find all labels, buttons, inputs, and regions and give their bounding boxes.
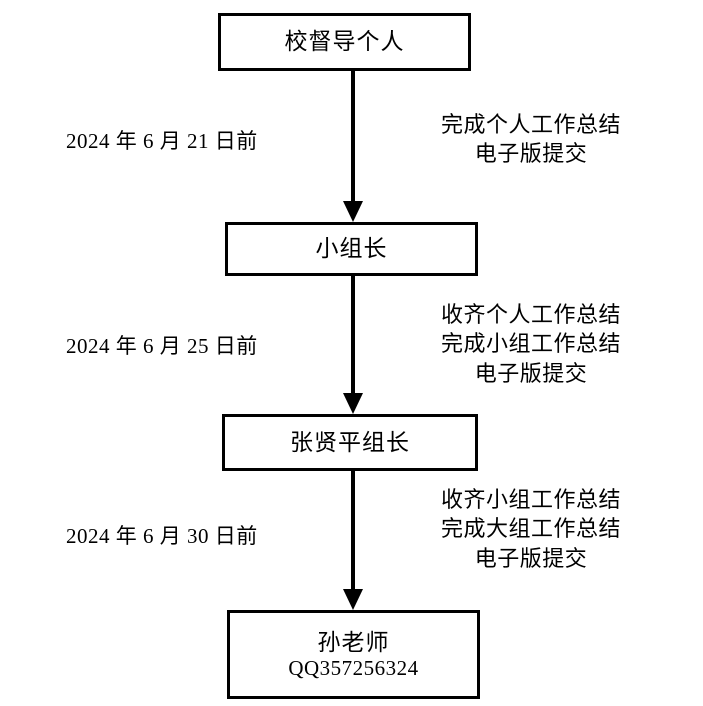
edge-1-task-label: 完成个人工作总结 电子版提交 xyxy=(420,110,642,169)
flow-arrow-1 xyxy=(343,71,363,222)
arrow-2-stem xyxy=(351,276,355,395)
edge-1-task-line-1: 完成个人工作总结 xyxy=(440,112,621,137)
flow-arrow-2 xyxy=(343,276,363,414)
flowchart-node-4[interactable]: 孙老师 QQ357256324 xyxy=(227,610,480,699)
arrow-3-head-icon xyxy=(343,589,363,610)
edge-2-task-line-2: 完成小组工作总结 xyxy=(440,331,621,357)
edge-1-task-line-2: 电子版提交 xyxy=(474,141,588,167)
arrow-1-stem xyxy=(351,71,355,203)
edge-1-deadline-label: 2024 年 6 月 21 日前 xyxy=(66,129,258,153)
arrow-1-head-icon xyxy=(343,201,363,222)
arrow-3-stem xyxy=(351,471,355,591)
edge-2-task-line-3: 电子版提交 xyxy=(474,360,588,386)
edge-3-deadline-label: 2024 年 6 月 30 日前 xyxy=(66,524,258,548)
flowchart-node-3[interactable]: 张贤平组长 xyxy=(222,414,478,471)
flowchart-node-1[interactable]: 校督导个人 xyxy=(218,13,471,71)
arrow-2-head-icon xyxy=(343,393,363,414)
edge-3-task-line-2: 完成大组工作总结 xyxy=(440,516,621,542)
flow-arrow-3 xyxy=(343,471,363,610)
edge-2-task-line-1: 收齐个人工作总结 xyxy=(440,302,621,327)
edge-3-task-label: 收齐小组工作总结 完成大组工作总结 电子版提交 xyxy=(420,485,642,573)
edge-3-task-line-3: 电子版提交 xyxy=(474,545,588,571)
node-4-title: 孙老师 xyxy=(317,629,390,655)
edge-3-task-line-1: 收齐小组工作总结 xyxy=(440,487,621,512)
node-2-title: 小组长 xyxy=(315,236,388,262)
node-3-title: 张贤平组长 xyxy=(290,429,410,455)
edge-2-deadline-label: 2024 年 6 月 25 日前 xyxy=(66,334,258,358)
node-1-title: 校督导个人 xyxy=(284,29,405,55)
edge-2-task-label: 收齐个人工作总结 完成小组工作总结 电子版提交 xyxy=(420,300,642,388)
flowchart-node-2[interactable]: 小组长 xyxy=(225,222,478,276)
node-4-contact: QQ357256324 xyxy=(288,655,419,680)
